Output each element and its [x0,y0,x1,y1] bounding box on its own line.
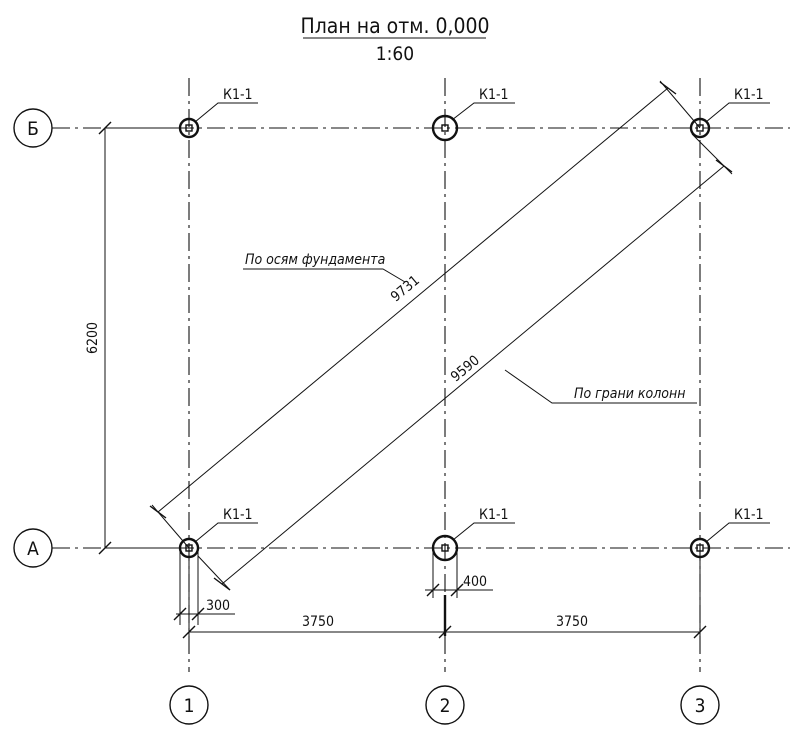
column-mark-a3: К1-1 [705,507,770,543]
column-mark-b2: К1-1 [451,87,515,121]
svg-text:9731: 9731 [388,273,423,306]
svg-text:По грани колонн: По грани колонн [574,386,685,402]
axis-bubble-row-a: А [13,528,53,568]
axis-bubble-col-2: 2 [425,685,465,725]
axis-bubble-col-3: 3 [680,685,720,725]
svg-text:1: 1 [184,695,195,717]
svg-text:Б: Б [27,118,39,140]
dimension-span-2-3: 3750 [556,614,588,630]
dimension-horizontal-spans [182,558,707,640]
column-mark-b1: К1-1 [194,87,258,123]
dimension-diagonal-9590: 9590 [197,133,733,591]
column-b2 [431,114,459,142]
svg-text:К1-1: К1-1 [479,507,509,523]
note-by-foundation-axes: По осям фундамента [243,252,406,283]
svg-text:К1-1: К1-1 [479,87,509,103]
svg-text:К1-1: К1-1 [734,507,764,523]
plan-title: План на отм. 0,000 [300,14,489,38]
svg-text:К1-1: К1-1 [223,507,253,523]
axis-bubble-col-1: 1 [169,685,209,725]
dimension-width-400: 400 [463,574,487,590]
svg-text:К1-1: К1-1 [223,87,253,103]
svg-text:2: 2 [440,695,451,717]
svg-text:К1-1: К1-1 [734,87,764,103]
column-mark-b3: К1-1 [705,87,770,123]
dimension-vertical-6200: 6200 [85,121,180,555]
axis-bubble-row-b: Б [13,108,53,148]
dimension-column-300 [173,552,235,625]
column-a2 [431,534,459,562]
note-by-column-faces: По грани колонн [504,369,697,404]
svg-text:По осям фундамента: По осям фундамента [245,252,385,268]
column-mark-a1: К1-1 [194,507,258,543]
svg-text:А: А [27,538,39,560]
dimension-diagonal-9731: 9731 [149,80,701,549]
dimension-span-1-2: 3750 [302,614,334,630]
svg-text:6200: 6200 [85,322,101,354]
column-a3 [689,537,711,559]
svg-text:9590: 9590 [448,353,483,386]
column-b3 [689,117,711,139]
column-mark-a2: К1-1 [452,507,515,541]
dimension-width-300: 300 [206,598,230,614]
svg-text:3: 3 [695,695,706,717]
plan-scale: 1:60 [376,43,414,65]
dimension-column-400 [425,552,493,598]
